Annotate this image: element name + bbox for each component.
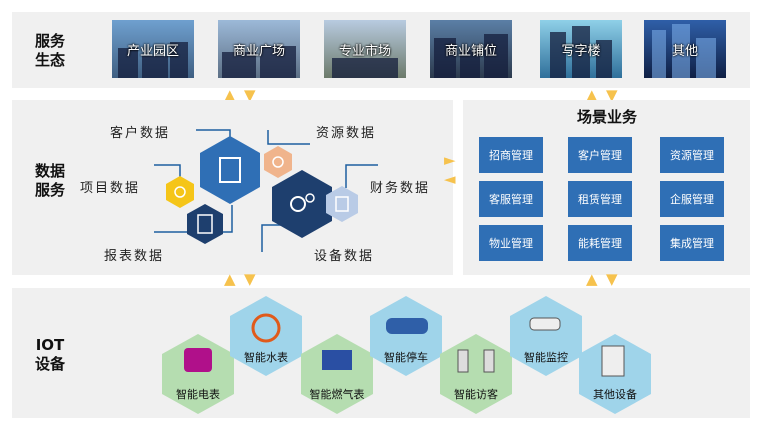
iot-label-smart-gas: 智能燃气表 — [309, 388, 365, 401]
arrow-up-icon: ▲ — [224, 86, 236, 104]
tile-commercial-plaza[interactable]: 商业广场 — [218, 20, 300, 78]
chip-icon — [322, 350, 352, 370]
arrow-right-icon: ► — [444, 151, 456, 169]
hex-smart-electric — [162, 334, 234, 414]
hex-edit — [326, 186, 358, 222]
connector-line — [267, 130, 310, 145]
stopwatch-icon — [251, 313, 281, 343]
meter-icon — [184, 348, 212, 372]
arrow-down-icon: ▼ — [244, 86, 256, 104]
data-label-line1: 数据 — [34, 162, 65, 180]
camera-icon — [529, 317, 561, 331]
hex-cloud — [264, 146, 292, 178]
biz-energy-management[interactable]: 能耗管理 — [568, 225, 632, 261]
tile-office-building[interactable]: 写字楼 — [540, 20, 622, 78]
arrow-down-icon: ▼ — [606, 270, 618, 288]
data-item-resource: 资源数据 — [316, 126, 377, 141]
tile-professional-market[interactable]: 专业市场 — [324, 20, 406, 78]
hex-smart-gas — [301, 334, 373, 414]
turnstile-icon — [457, 349, 469, 373]
service-label-line1: 服务 — [34, 32, 65, 50]
iot-label-smart-electric: 智能电表 — [176, 388, 220, 401]
connector-line — [154, 164, 181, 180]
tile-industrial-park[interactable]: 产业园区 — [112, 20, 194, 78]
connector-line — [154, 205, 233, 233]
biz-enterprise-service-management[interactable]: 企服管理 — [660, 181, 724, 217]
tile-label: 产业园区 — [126, 43, 179, 59]
hex-settings — [272, 170, 332, 238]
iot-label-line2: 设备 — [34, 355, 65, 373]
tile-label: 写字楼 — [561, 43, 601, 59]
cloud-icon — [272, 156, 284, 168]
data-item-finance: 财务数据 — [370, 181, 431, 196]
service-ecosystem-label: 服务 生态 — [28, 32, 72, 70]
data-item-report: 报表数据 — [104, 249, 165, 264]
data-service-label: 数据 服务 — [28, 162, 72, 200]
connector-line — [261, 224, 282, 252]
gear-icon — [290, 196, 306, 212]
check-icon — [174, 186, 186, 198]
iot-label-other-devices: 其他设备 — [593, 388, 637, 401]
hex-smart-water — [230, 296, 302, 376]
biz-property-management[interactable]: 物业管理 — [479, 225, 543, 261]
iot-label-smart-water: 智能水表 — [244, 351, 288, 364]
biz-integration-management[interactable]: 集成管理 — [660, 225, 724, 261]
tile-label: 专业市场 — [338, 43, 391, 59]
tile-other[interactable]: 其他 — [644, 20, 726, 78]
report-icon — [197, 214, 213, 234]
service-label-line2: 生态 — [34, 51, 65, 69]
arrow-up-icon: ▲ — [586, 86, 598, 104]
tile-label: 其他 — [671, 43, 698, 59]
data-label-line2: 服务 — [34, 181, 65, 199]
biz-customer-management[interactable]: 客户管理 — [568, 137, 632, 173]
iot-label-line1: IOT — [35, 336, 65, 354]
data-item-project: 项目数据 — [80, 181, 141, 196]
connector-line — [345, 164, 378, 188]
scene-business-title: 场景业务 — [576, 108, 637, 126]
iot-label: IOT 设备 — [28, 336, 72, 374]
hex-smart-parking — [370, 296, 442, 376]
biz-service-management[interactable]: 客服管理 — [479, 181, 543, 217]
arrow-down-icon: ▼ — [244, 270, 256, 288]
document-icon — [219, 157, 241, 183]
gear-icon — [305, 193, 315, 203]
arrow-down-icon: ▼ — [606, 86, 618, 104]
machine-icon — [601, 345, 625, 377]
edit-icon — [335, 196, 349, 212]
data-item-customer: 客户数据 — [110, 126, 171, 141]
tile-commercial-shop[interactable]: 商业铺位 — [430, 20, 512, 78]
arrow-left-icon: ◄ — [444, 170, 456, 188]
iot-label-smart-visitor: 智能访客 — [454, 388, 498, 401]
arrow-up-icon: ▲ — [586, 270, 598, 288]
hex-smart-monitor — [510, 296, 582, 376]
hex-report — [187, 204, 223, 244]
iot-label-smart-monitor: 智能监控 — [524, 351, 568, 364]
biz-resource-management[interactable]: 资源管理 — [660, 137, 724, 173]
tile-label: 商业铺位 — [444, 43, 497, 59]
hex-check — [166, 176, 194, 208]
iot-label-smart-parking: 智能停车 — [384, 351, 428, 364]
tile-label: 商业广场 — [232, 43, 285, 59]
biz-lease-management[interactable]: 租赁管理 — [568, 181, 632, 217]
arrow-up-icon: ▲ — [224, 270, 236, 288]
biz-investment-management[interactable]: 招商管理 — [479, 137, 543, 173]
hex-smart-visitor — [440, 334, 512, 414]
turnstile-icon — [483, 349, 495, 373]
hex-document — [200, 136, 260, 204]
data-item-device: 设备数据 — [314, 249, 375, 264]
car-icon — [386, 318, 428, 334]
